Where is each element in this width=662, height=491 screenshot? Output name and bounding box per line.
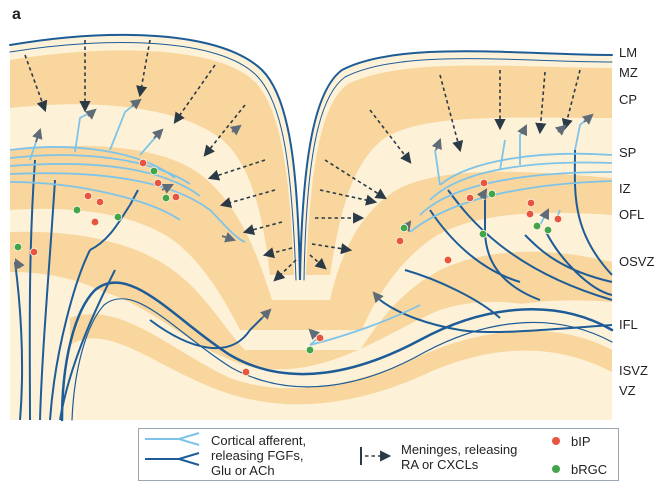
legend-meninges-text: Meninges, releasing RA or CXCLs (401, 442, 517, 472)
layer-label-sp: SP (619, 146, 636, 160)
legend-afferent-text: Cortical afferent, releasing FGFs, Glu o… (211, 433, 306, 478)
panel-label: a (12, 6, 21, 24)
light-afferent-legend-icon (145, 433, 199, 465)
layer-label-ofl: OFL (619, 208, 644, 222)
layer-label-ifl: IFL (619, 318, 638, 332)
legend-brgc-text: bRGC (571, 462, 607, 477)
brgc-legend-dot (552, 465, 560, 473)
legend: Cortical afferent, releasing FGFs, Glu o… (138, 428, 619, 481)
layer-label-osvz: OSVZ (619, 255, 654, 269)
layer-label-isvz: ISVZ (619, 364, 648, 378)
meninges-legend-icon (361, 447, 389, 465)
legend-bip-text: bIP (571, 434, 591, 449)
layer-label-cp: CP (619, 93, 637, 107)
bip-legend-dot (552, 437, 560, 445)
layer-label-vz: VZ (619, 384, 636, 398)
layer-label-mz: MZ (619, 66, 638, 80)
layer-label-lm: LM (619, 46, 637, 60)
layer-label-iz: IZ (619, 182, 631, 196)
